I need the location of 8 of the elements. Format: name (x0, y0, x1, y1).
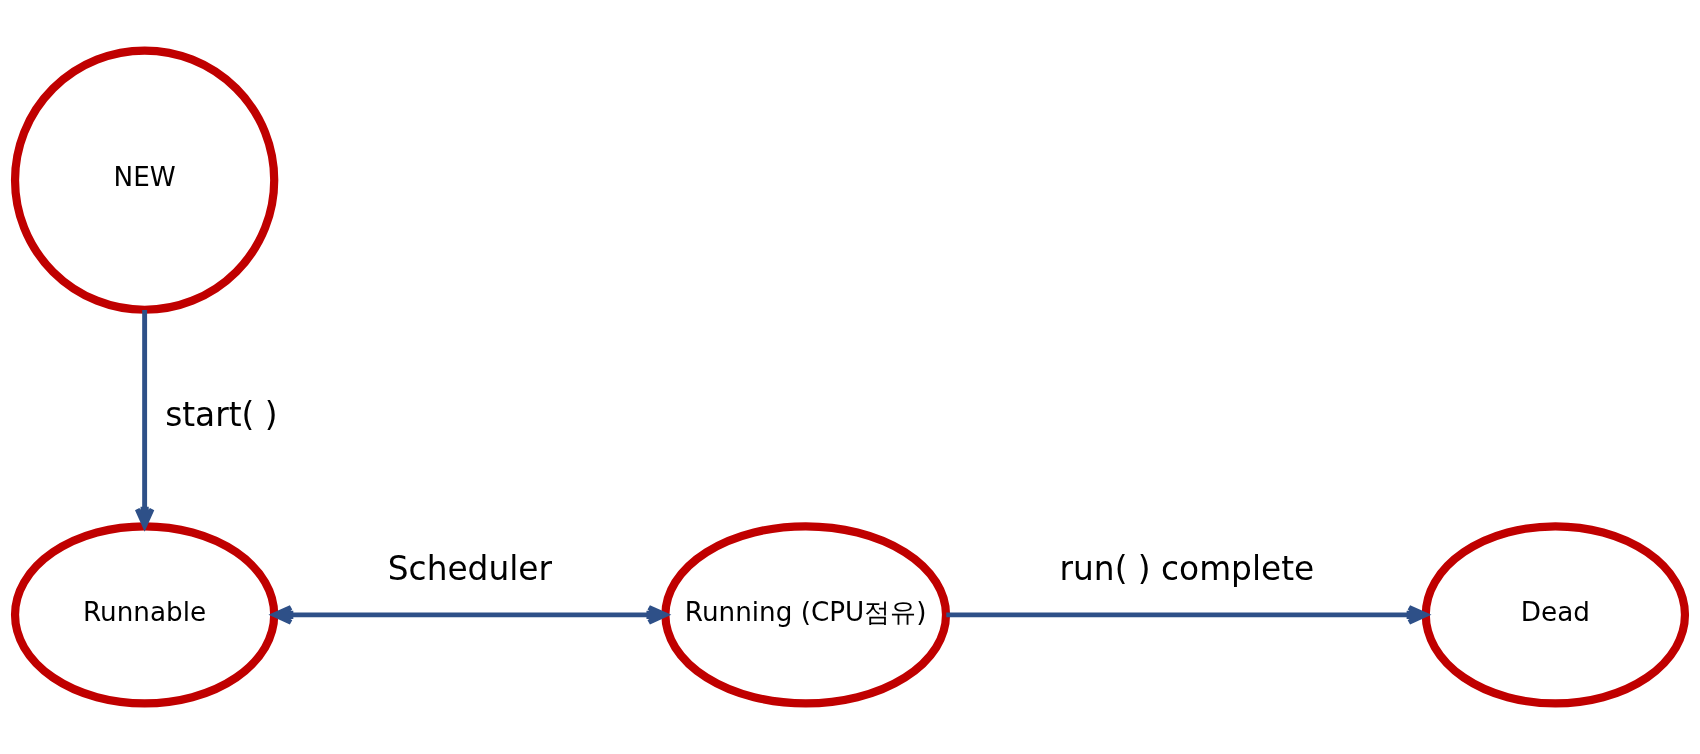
node-ellipse: Dead (1421, 522, 1690, 708)
node-ellipse: Running (CPU점유) (661, 522, 951, 708)
edge-label: run( ) complete (1059, 550, 1315, 589)
arrow (134, 310, 155, 529)
node-ellipse: Runnable (10, 522, 279, 708)
edge-label: start( ) (165, 396, 278, 435)
node-circle: NEW (10, 46, 279, 314)
edge-label: Scheduler (387, 550, 553, 589)
